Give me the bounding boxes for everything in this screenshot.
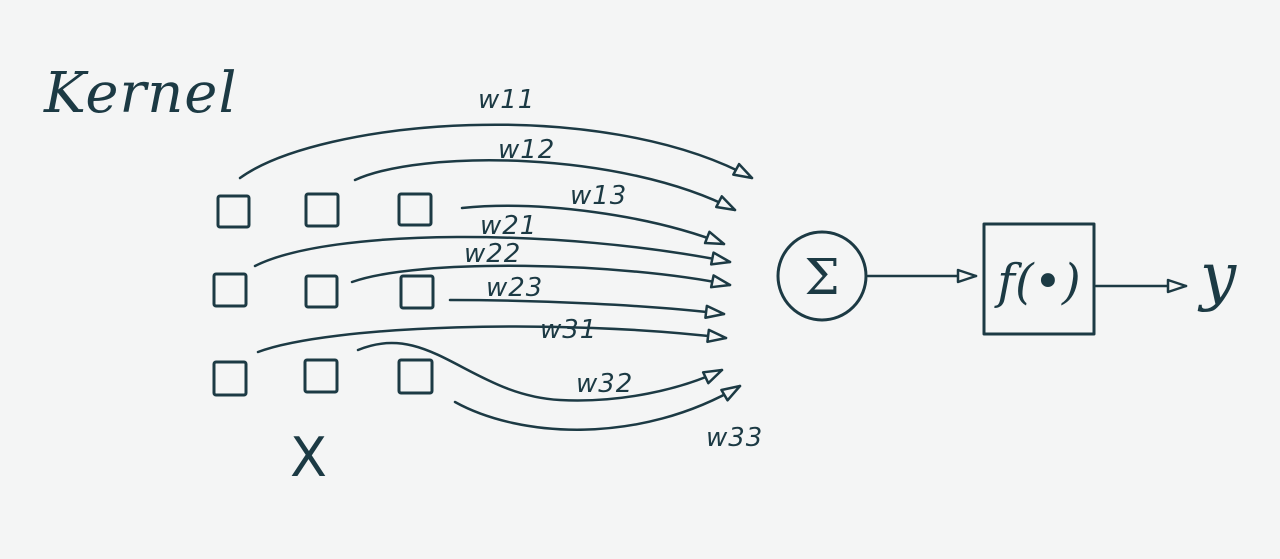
weight-arrow bbox=[353, 159, 737, 212]
activation-box: f(•) bbox=[982, 222, 1096, 336]
weight-arrow bbox=[460, 204, 726, 246]
input-cell bbox=[304, 192, 340, 228]
weight-labels: w11 w12 w13 w21 w22 w23 w31 w32 w33 bbox=[464, 85, 763, 453]
weight-label: w33 bbox=[706, 423, 763, 453]
weight-arrow bbox=[256, 325, 728, 354]
weight-label: w23 bbox=[486, 273, 543, 303]
input-grid bbox=[212, 192, 435, 397]
input-cell bbox=[304, 274, 339, 309]
input-cell bbox=[212, 272, 248, 308]
summation-symbol: Σ bbox=[804, 248, 839, 306]
summation-node: Σ bbox=[776, 230, 868, 322]
weight-arrow bbox=[238, 123, 754, 180]
weight-label: w21 bbox=[480, 211, 537, 241]
weight-label: w32 bbox=[576, 369, 633, 399]
weight-arrow bbox=[253, 235, 732, 268]
activation-rect bbox=[982, 222, 1096, 336]
weight-arrow bbox=[448, 298, 726, 320]
weight-arrows bbox=[238, 123, 754, 431]
weight-label: w12 bbox=[498, 135, 555, 165]
weight-label: w31 bbox=[540, 315, 597, 345]
weight-label: w11 bbox=[478, 85, 535, 115]
input-cell bbox=[303, 358, 339, 394]
input-cell bbox=[397, 192, 433, 227]
activation-function: f(•) bbox=[994, 254, 1081, 310]
input-cell bbox=[216, 194, 251, 229]
weight-arrow bbox=[453, 384, 742, 431]
input-cell bbox=[399, 274, 435, 310]
output-label: y bbox=[1197, 240, 1237, 314]
input-label: X bbox=[290, 426, 327, 489]
weight-label: w13 bbox=[570, 181, 627, 211]
summation-circle bbox=[776, 230, 868, 322]
input-cell bbox=[212, 360, 248, 397]
weight-label: w22 bbox=[464, 239, 521, 269]
kernel-title: Kernel bbox=[43, 61, 237, 126]
weight-arrow bbox=[350, 264, 732, 289]
input-cell bbox=[397, 358, 434, 395]
weight-arrow bbox=[356, 341, 724, 402]
